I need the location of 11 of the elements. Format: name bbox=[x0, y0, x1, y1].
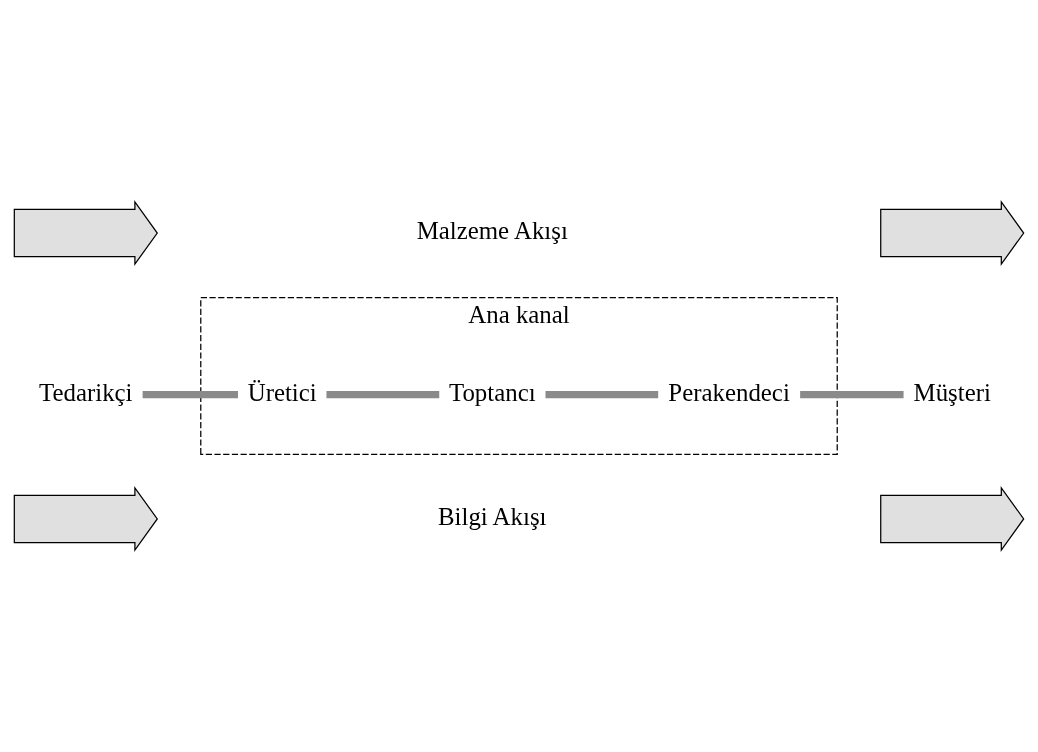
node-arrow bbox=[13, 200, 159, 267]
label: Bilgi Akışı bbox=[438, 503, 547, 531]
node-text: Tedarikçi bbox=[39, 378, 133, 406]
node-arrow bbox=[13, 485, 159, 552]
node-arrow bbox=[880, 485, 1025, 552]
node-text: Müşteri bbox=[913, 378, 991, 406]
label: Malzeme Akışı bbox=[416, 217, 568, 245]
node-text: Üretici bbox=[247, 378, 317, 406]
node-text: Perakendeci bbox=[668, 378, 790, 406]
node-text: Toptancı bbox=[448, 378, 536, 406]
node-arrow bbox=[880, 200, 1025, 267]
